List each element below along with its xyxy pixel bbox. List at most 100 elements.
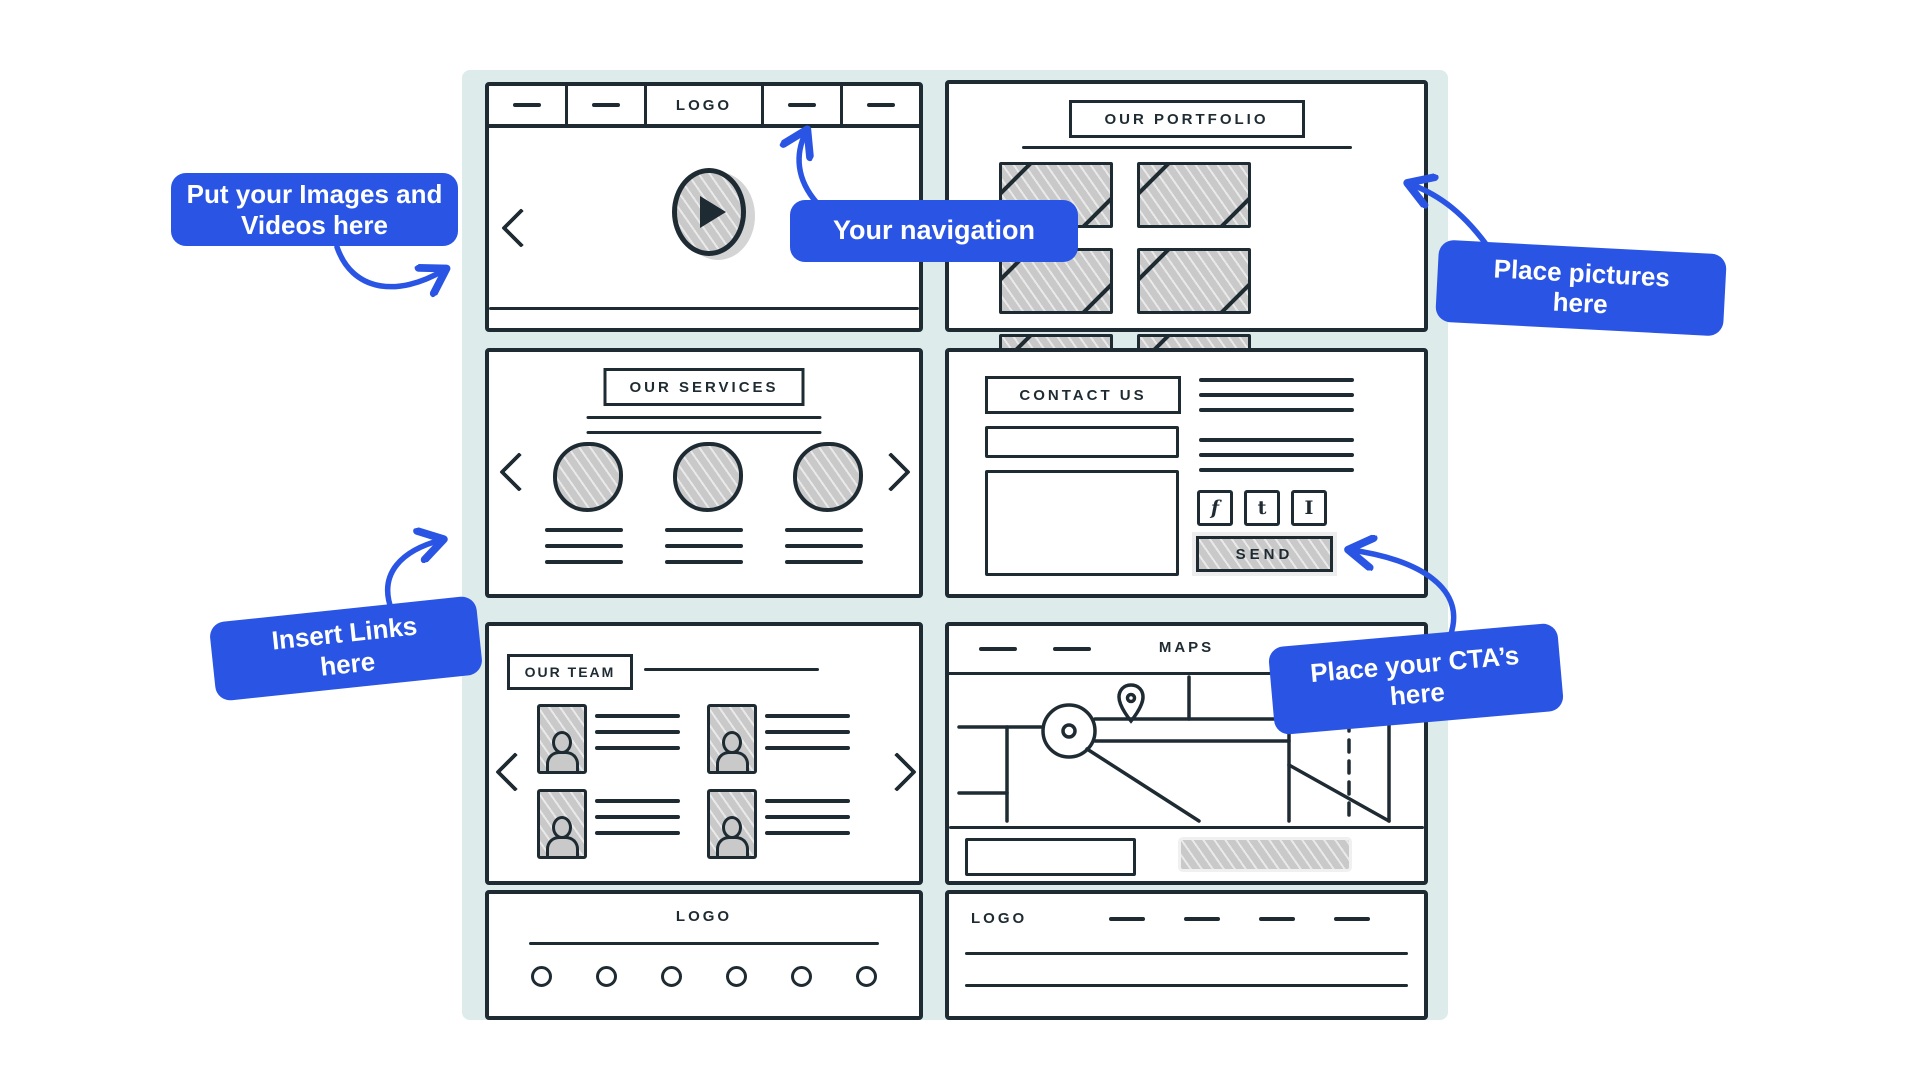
annotation-line: Put your Images and [186,179,443,210]
chevron-left-icon[interactable] [501,208,541,248]
portfolio-divider [1021,146,1352,149]
team-title-box: OUR TEAM [507,654,633,690]
person-head [722,816,742,839]
nav-item[interactable] [843,86,919,124]
footer-icon-circle[interactable] [726,966,747,987]
team-divider [644,668,819,671]
footer-icon-circle[interactable] [856,966,877,987]
footer-left-wireframe-card: LOGO [485,890,923,1020]
text-line [765,714,850,718]
team-text-lines [765,714,850,754]
text-line [785,560,863,564]
footer-divider [965,952,1408,955]
maps-nav-dash [979,647,1017,651]
footer-icon-circle[interactable] [661,966,682,987]
text-line [1199,378,1354,382]
send-button[interactable]: SEND [1196,536,1333,572]
arrow-to-hero-media [334,244,444,287]
portfolio-thumbnail[interactable] [1137,162,1251,228]
corner-slash [1140,165,1181,207]
annotation-insert-links: Insert Links here [208,595,484,702]
person-head [722,731,742,754]
nav-link-placeholder [513,103,541,107]
carousel-prev-icon[interactable] [499,452,539,492]
footer-link-dash[interactable] [1184,917,1220,921]
annotation-line: Videos here [241,209,388,240]
footer-link-dash[interactable] [1109,917,1145,921]
play-button[interactable] [672,168,746,256]
person-shoulders [715,836,749,856]
contact-wireframe-card: CONTACT US f t I SEND [945,348,1428,598]
annotation-put-images: Put your Images and Videos here [171,173,458,246]
nav-link-placeholder [788,103,816,107]
service-avatar-circle [793,442,863,512]
contact-text-lines [1199,378,1354,418]
maps-divider [949,826,1424,829]
annotation-line: Your navigation [832,215,1035,246]
text-line [665,560,743,564]
footer-icon-circle[interactable] [531,966,552,987]
facebook-glyph: f [1210,497,1220,519]
nav-logo: LOGO [647,86,764,124]
team-member-photo [707,704,757,774]
text-line [595,831,680,835]
portfolio-thumbnail[interactable] [1137,248,1251,314]
text-line [1199,393,1354,397]
annotation-line: here [1551,286,1609,320]
person-head [552,816,572,839]
team-member-photo [537,704,587,774]
map-pin-icon [1117,683,1145,724]
text-line [595,746,680,750]
annotation-place-pictures: Place pictures here [1435,239,1727,337]
team-member-photo [537,789,587,859]
team-text-lines [765,799,850,839]
maps-cta-button[interactable] [1181,840,1349,869]
text-line [595,730,680,734]
twitter-glyph: t [1257,497,1267,519]
text-line [765,799,850,803]
text-line [765,746,850,750]
instagram-glyph: I [1304,497,1314,519]
carousel-prev-icon[interactable] [495,752,535,792]
nav-item[interactable] [568,86,647,124]
services-wireframe-card: OUR SERVICES [485,348,923,598]
text-line [545,528,623,532]
maps-header: MAPS [949,626,1424,675]
person-icon [710,707,754,771]
carousel-next-icon[interactable] [877,752,917,792]
corner-slash [1140,251,1181,293]
person-icon [710,792,754,856]
annotation-line: here [318,645,377,682]
text-line [1199,453,1354,457]
instagram-icon[interactable]: I [1291,490,1327,526]
footer-icon-circle[interactable] [791,966,812,987]
text-line [765,730,850,734]
nav-item[interactable] [764,86,843,124]
portfolio-title: OUR PORTFOLIO [1104,110,1269,128]
team-text-lines [595,799,680,839]
annotation-your-navigation: Your navigation [790,200,1078,262]
contact-message-textarea[interactable] [985,470,1179,576]
service-text-lines [665,528,743,568]
contact-title-box: CONTACT US [985,376,1181,414]
text-line [665,544,743,548]
footer-icon-circle[interactable] [596,966,617,987]
team-member-photo [707,789,757,859]
nav-link-placeholder [592,103,620,107]
navigation-bar: LOGO [489,86,919,128]
carousel-next-icon[interactable] [871,452,911,492]
team-text-lines [595,714,680,754]
services-title-box: OUR SERVICES [603,368,805,406]
person-icon [540,707,584,771]
footer-link-dash[interactable] [1334,917,1370,921]
corner-slash [1069,271,1110,311]
twitter-icon[interactable]: t [1244,490,1280,526]
contact-name-input[interactable] [985,426,1179,458]
text-line [785,528,863,532]
nav-link-placeholder [867,103,895,107]
footer-link-dash[interactable] [1259,917,1295,921]
facebook-icon[interactable]: f [1197,490,1233,526]
contact-text-lines [1199,438,1354,478]
nav-item[interactable] [489,86,568,124]
